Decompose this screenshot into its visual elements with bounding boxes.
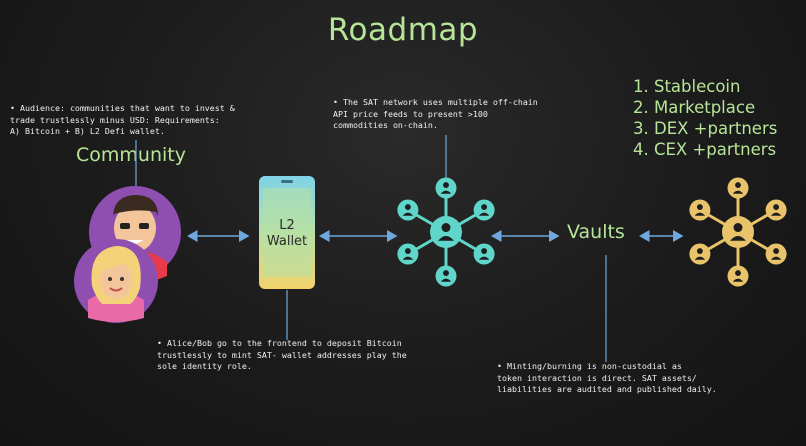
community-note-line: A) Bitcoin + B) L2 Defi wallet. [10, 126, 165, 136]
partner-node [727, 265, 749, 287]
network-node [435, 177, 457, 199]
person-body-icon [402, 212, 414, 216]
person-body-icon [438, 236, 454, 241]
wallet-label-line2: Wallet [266, 234, 308, 249]
partners-network-icon [689, 177, 787, 287]
person-body-icon [694, 256, 706, 260]
network-note: • The SAT network uses multiple off-chai… [333, 97, 538, 132]
vaults-note: • Minting/burning is non-custodial as to… [497, 361, 717, 396]
person-head-icon [481, 248, 488, 254]
wallet-note-line: • Alice/Bob go to the frontend to deposi… [157, 338, 402, 348]
wallet-label: L2 Wallet [260, 218, 314, 250]
partner-node [689, 243, 711, 265]
person-head-icon [773, 204, 780, 210]
community-note: • Audience: communities that want to inv… [10, 103, 235, 138]
partner-node [727, 177, 749, 199]
person-head-icon [404, 204, 411, 210]
roadmap-item: 2. Marketplace [633, 98, 756, 117]
person-body-icon [402, 256, 414, 260]
network-note-line: commodities on-chain. [333, 120, 438, 130]
network-note-line: API price feeds to present >100 [333, 108, 488, 119]
person-body-icon [770, 212, 782, 216]
community-label: Community [76, 144, 186, 166]
wallet-note-line: sole identity role. [157, 361, 252, 371]
person-body-icon [732, 278, 744, 282]
page-title: Roadmap [327, 12, 479, 48]
person-body-icon [478, 256, 490, 260]
network-node [473, 199, 495, 221]
person-body-icon [440, 190, 452, 194]
community-note-line: • Audience: communities that want to inv… [10, 103, 235, 113]
wallet-note-line: trustlessly to mint SAT- wallet addresse… [157, 349, 407, 360]
network-node [397, 243, 419, 265]
partner-node [689, 199, 711, 221]
person-body-icon [770, 256, 782, 260]
person-head-icon [733, 223, 743, 233]
wallet-label-line1: L2 [279, 218, 295, 233]
roadmap-list: 1. Stablecoin 2. Marketplace 3. DEX +par… [633, 76, 777, 160]
vaults-note-line: liabilities are audited and published da… [497, 384, 717, 394]
person-body-icon [478, 212, 490, 216]
person-body-icon [440, 278, 452, 282]
network-note-line: • The SAT network uses multiple off-chai… [333, 97, 538, 107]
person-body-icon [730, 236, 746, 241]
network-node [473, 243, 495, 265]
partner-node [765, 199, 787, 221]
person-head-icon [735, 182, 741, 188]
vaults-label: Vaults [567, 221, 625, 243]
network-node [397, 199, 419, 221]
person-head-icon [443, 270, 449, 276]
network-hub-icon [397, 177, 495, 287]
roadmap-item: 3. DEX +partners [633, 119, 778, 138]
person-body-icon [732, 190, 744, 194]
l2-wallet-phone [259, 176, 315, 289]
roadmap-item: 1. Stablecoin [633, 77, 741, 96]
partner-node [765, 243, 787, 265]
person-head-icon [735, 270, 741, 276]
person-head-icon [773, 248, 780, 254]
network-node [435, 265, 457, 287]
person-body-icon [694, 212, 706, 216]
person-head-icon [696, 248, 703, 254]
alice-avatar [74, 239, 158, 323]
vaults-note-line: • Minting/burning is non-custodial as [497, 361, 682, 371]
person-head-icon [443, 182, 449, 188]
wallet-note: • Alice/Bob go to the frontend to deposi… [157, 338, 407, 373]
roadmap-item: 4. CEX +partners [633, 140, 777, 159]
person-head-icon [441, 223, 451, 233]
person-head-icon [696, 204, 703, 210]
vaults-note-line: token interaction is direct. SAT assets/ [497, 372, 697, 383]
community-note-line: trade trustlessly minus USD: Requirement… [10, 114, 220, 125]
person-head-icon [481, 204, 488, 210]
person-head-icon [404, 248, 411, 254]
